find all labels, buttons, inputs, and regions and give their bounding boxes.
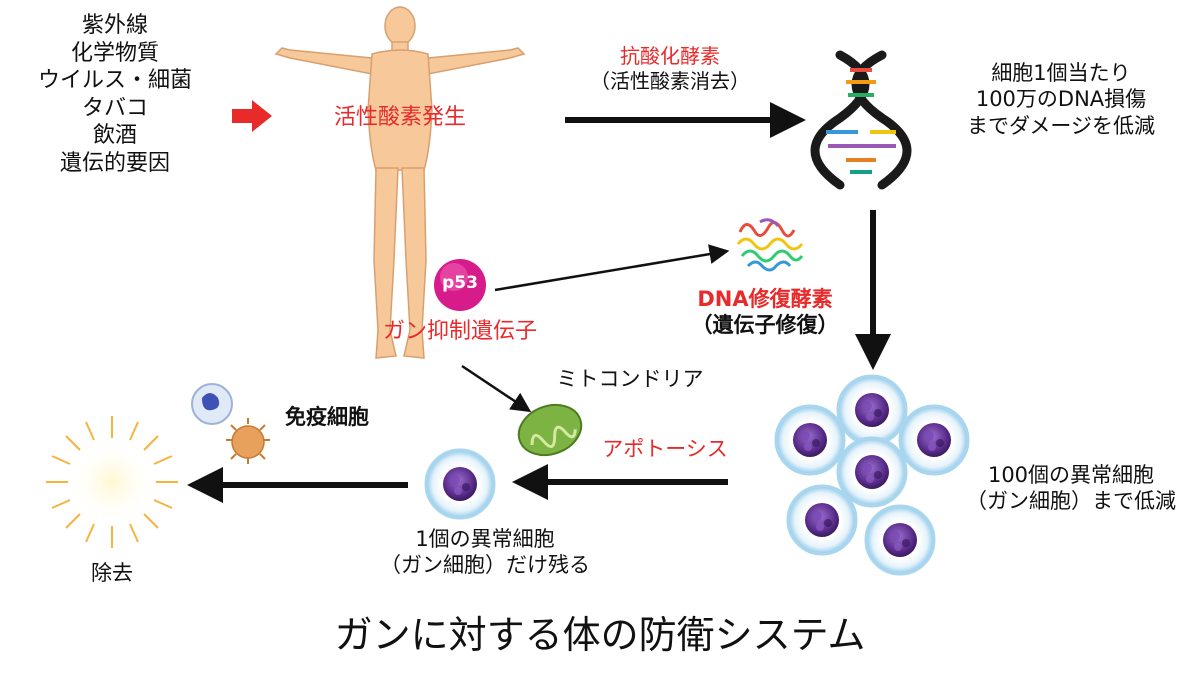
dna-damage-line: 細胞1個当たり	[991, 61, 1131, 85]
abnormal-100-line: （ガン細胞）まで低減	[966, 489, 1176, 514]
dna-helix-icon	[810, 50, 912, 190]
dna-damage-line: までダメージを低減	[967, 113, 1155, 138]
single-abnormal-cell	[424, 448, 496, 520]
cause-item: ウイルス・細菌	[37, 68, 192, 93]
abnormal-100-line: 100個の異常細胞	[987, 463, 1155, 487]
abnormal-1-line: 1個の異常細胞	[415, 527, 555, 551]
p53-badge-icon	[434, 259, 486, 311]
dna-damage-text: 細胞1個当たり 100万のDNA損傷 までダメージを低減	[930, 60, 1192, 139]
dna-repair-block: DNA修復酵素 （遺伝子修復）	[660, 286, 870, 339]
abnormal-cell-cluster	[774, 374, 970, 576]
p53-badge-text: p53	[442, 273, 478, 293]
cause-item: 遺伝的要因	[59, 150, 170, 176]
cause-item: 化学物質	[70, 40, 159, 66]
cause-item: 紫外線	[81, 13, 148, 38]
cause-item: タバコ	[81, 95, 148, 121]
mitochondria-icon	[517, 403, 583, 457]
immune-cell-label: 免疫細胞	[285, 405, 369, 429]
apoptosis-label: アポトーシス	[602, 437, 728, 461]
antioxidant-sub: （活性酸素消去）	[590, 69, 750, 93]
page-title: ガンに対する体の防衛システム	[334, 613, 866, 657]
antioxidant-block: 抗酸化酵素 （活性酸素消去）	[560, 44, 780, 94]
mitochondria-label: ミトコンドリア	[556, 367, 704, 391]
dna-repair-sub: （遺伝子修復）	[691, 313, 839, 338]
abnormal-100-text: 100個の異常細胞 （ガン細胞）まで低減	[946, 462, 1196, 515]
causes-list: 紫外線 化学物質 ウイルス・細菌 タバコ 飲酒 遺伝的要因	[10, 12, 220, 177]
ros-label: 活性酸素発生	[333, 105, 466, 130]
dna-repair-label: DNA修復酵素	[697, 287, 833, 311]
abnormal-1-line: （ガン細胞）だけ残る	[380, 553, 590, 578]
cause-item: 飲酒	[92, 123, 137, 148]
tumor-suppressor-label: ガン抑制遺伝子	[382, 319, 537, 344]
arrow-p53-to-repair	[494, 244, 730, 292]
abnormal-1-text: 1個の異常細胞 （ガン細胞）だけ残る	[370, 526, 600, 579]
arrow-p53-to-mitochondria	[461, 364, 532, 413]
protein-icon	[736, 218, 804, 272]
removal-label: 除去	[91, 561, 133, 585]
antioxidant-label: 抗酸化酵素	[620, 44, 720, 68]
human-body-icon	[274, 6, 526, 359]
immune-cell-icon	[191, 383, 270, 464]
dna-damage-line: 100万のDNA損傷	[975, 87, 1147, 112]
burst-icon	[46, 416, 178, 548]
red-arrow-icon	[232, 100, 272, 132]
